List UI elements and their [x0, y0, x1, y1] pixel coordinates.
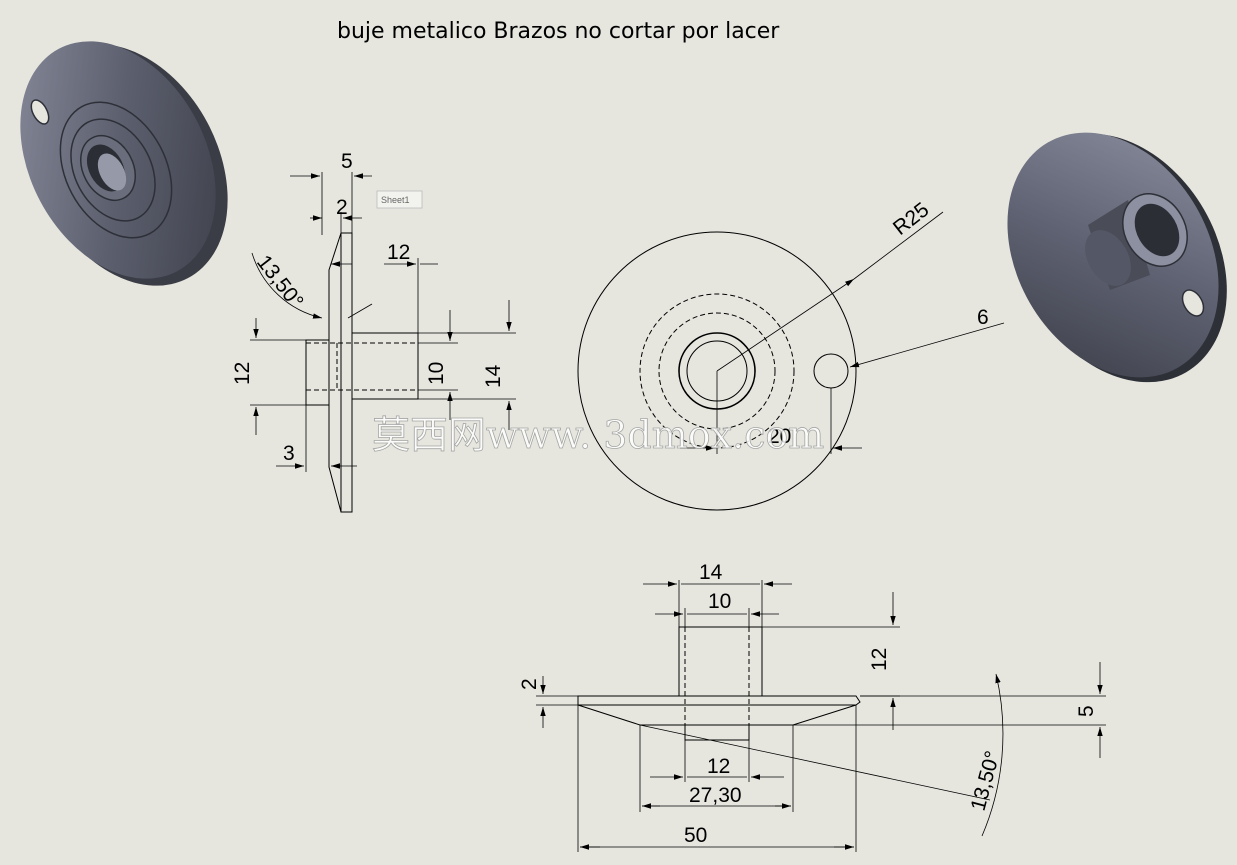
dim-side-10: 10	[425, 362, 448, 385]
drawing-title: buje metalico Brazos no cortar por lacer	[337, 19, 780, 44]
dim-bottom-2: 2	[518, 678, 541, 690]
dim-side-12-length: 12	[387, 241, 410, 264]
bottom-view: 14 10 12 2 5 13,50° 12	[518, 561, 1106, 852]
dim-bottom-14: 14	[699, 561, 723, 584]
dim-bottom-12-width: 12	[707, 755, 730, 778]
dim-side-angle: 13,50°	[252, 251, 308, 313]
dim-bottom-12-height: 12	[868, 648, 891, 671]
dim-front-r25: R25	[889, 198, 934, 240]
dim-side-3: 3	[283, 442, 295, 465]
dim-side-14: 14	[482, 364, 505, 388]
dim-side-2: 2	[336, 196, 348, 219]
dim-side-5: 5	[341, 150, 353, 173]
dim-front-20: 20	[768, 425, 791, 448]
dim-bottom-5: 5	[1075, 705, 1098, 717]
dim-side-12-height: 12	[231, 362, 254, 385]
sheet-tag: Sheet1	[381, 195, 410, 205]
dim-bottom-27-30: 27,30	[689, 784, 742, 807]
front-view: R25 6 20	[577, 198, 1005, 511]
dim-bottom-10: 10	[708, 590, 731, 613]
iso-part-right	[1007, 132, 1227, 383]
iso-part-left	[20, 41, 228, 286]
dim-bottom-50: 50	[684, 824, 707, 847]
side-view: 5 2 Sheet1 12 13,50° 12 10	[231, 150, 516, 513]
dim-front-hole-6: 6	[977, 306, 989, 329]
watermark: 莫西网www. 3dmox.com	[372, 413, 824, 457]
